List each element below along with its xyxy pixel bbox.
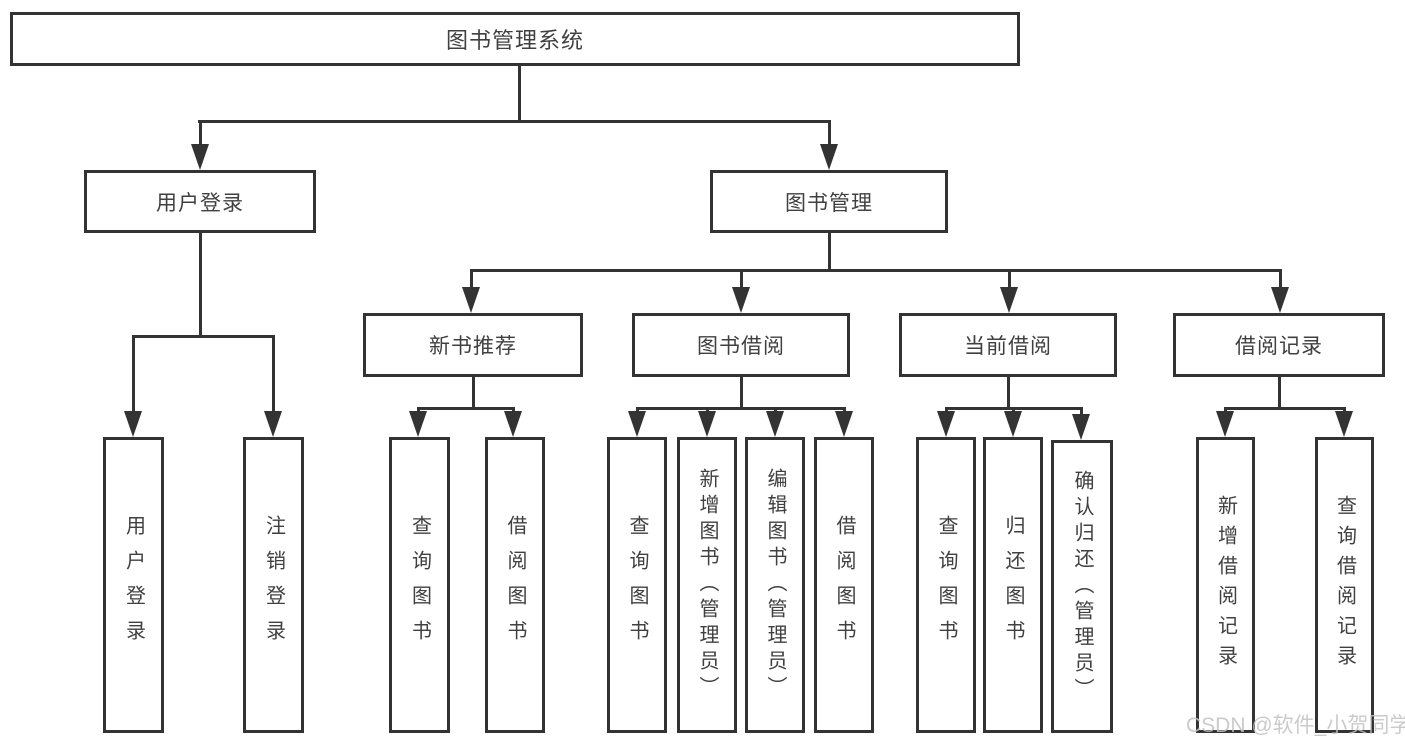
node-book-borrowing: 图书借阅 <box>632 313 850 377</box>
node-borrowing-records: 借阅记录 <box>1173 313 1385 377</box>
node-label: 借阅图书 <box>504 515 526 655</box>
node-query-borrow-record: 查询借阅记录 <box>1315 437 1374 733</box>
connector <box>828 233 831 271</box>
node-return-books: 归还图书 <box>983 437 1043 733</box>
arrowhead <box>1271 287 1289 313</box>
node-book-management: 图书管理 <box>710 170 948 233</box>
arrowhead <box>766 411 784 437</box>
node-label: 查询图书 <box>935 515 957 655</box>
connector <box>132 335 275 338</box>
node-label: 查询借阅记录 <box>1333 495 1356 675</box>
arrowhead <box>628 411 646 437</box>
connector <box>199 233 202 337</box>
arrowhead <box>1000 287 1018 313</box>
node-label: 当前借阅 <box>964 335 1052 358</box>
node-label: 图书管理 <box>785 191 873 215</box>
node-query-books-2: 查询图书 <box>607 437 667 733</box>
node-current-borrowing: 当前借阅 <box>899 313 1117 377</box>
arrowhead <box>1335 411 1353 437</box>
node-borrow-books-2: 借阅图书 <box>814 437 874 733</box>
node-query-books-1: 查询图书 <box>389 437 450 733</box>
node-label: 图书管理系统 <box>445 28 584 53</box>
arrowhead <box>835 411 853 437</box>
connector <box>828 120 831 146</box>
arrowhead <box>264 411 282 437</box>
node-user-login-leaf: 用户登录 <box>103 437 164 733</box>
connector <box>198 120 831 123</box>
node-label: 查询图书 <box>408 515 431 655</box>
connector <box>472 377 475 409</box>
node-label: 注销登录 <box>262 515 285 655</box>
connector <box>272 335 275 413</box>
connector <box>1008 269 1011 291</box>
node-label: 图书借阅 <box>697 335 785 358</box>
arrowhead <box>1216 411 1234 437</box>
node-label: 新书推荐 <box>429 335 517 358</box>
arrowhead <box>1004 411 1022 437</box>
connector <box>470 269 1281 272</box>
node-label: 借阅记录 <box>1235 335 1323 358</box>
node-user-login: 用户登录 <box>84 170 316 233</box>
arrowhead <box>191 144 209 170</box>
arrowhead <box>698 411 716 437</box>
arrowhead <box>1072 414 1090 440</box>
arrowhead <box>937 411 955 437</box>
node-label: 新增借阅记录 <box>1214 495 1237 675</box>
connector <box>1279 269 1282 291</box>
node-library-management-system: 图书管理系统 <box>10 12 1020 66</box>
connector <box>1007 377 1010 409</box>
connector <box>636 407 845 410</box>
node-query-books-3: 查询图书 <box>916 437 976 733</box>
node-label: 确认归还（管理员） <box>1071 469 1093 704</box>
node-label: 编辑图书（管理员） <box>764 468 786 702</box>
arrowhead <box>504 411 522 437</box>
arrowhead <box>732 287 750 313</box>
connector <box>470 269 473 291</box>
connector <box>1080 407 1083 420</box>
node-add-borrow-record: 新增借阅记录 <box>1196 437 1255 733</box>
connector <box>1278 377 1281 409</box>
node-label: 用户登录 <box>122 515 145 655</box>
arrowhead <box>820 144 838 170</box>
node-label: 查询图书 <box>626 515 648 655</box>
node-label: 新增图书（管理员） <box>696 468 718 702</box>
node-logout: 注销登录 <box>243 437 304 733</box>
connector <box>740 377 743 409</box>
node-label: 归还图书 <box>1002 515 1024 655</box>
arrowhead <box>124 411 142 437</box>
connector <box>1224 407 1345 410</box>
csdn-watermark: CSDN @软件_小贺同学 <box>1186 714 1405 737</box>
node-add-book-admin: 新增图书（管理员） <box>677 437 737 733</box>
arrowhead <box>462 287 480 313</box>
arrowhead <box>409 411 427 437</box>
node-borrow-books-1: 借阅图书 <box>485 437 545 733</box>
node-new-book-recommendation: 新书推荐 <box>363 313 583 377</box>
node-edit-book-admin: 编辑图书（管理员） <box>745 437 805 733</box>
connector <box>199 120 202 146</box>
connector <box>132 335 135 413</box>
connector <box>417 407 515 410</box>
connector <box>518 66 521 120</box>
node-label: 借阅图书 <box>833 515 855 655</box>
node-confirm-return-admin: 确认归还（管理员） <box>1051 440 1113 733</box>
node-label: 用户登录 <box>156 191 244 215</box>
connector <box>740 269 743 291</box>
